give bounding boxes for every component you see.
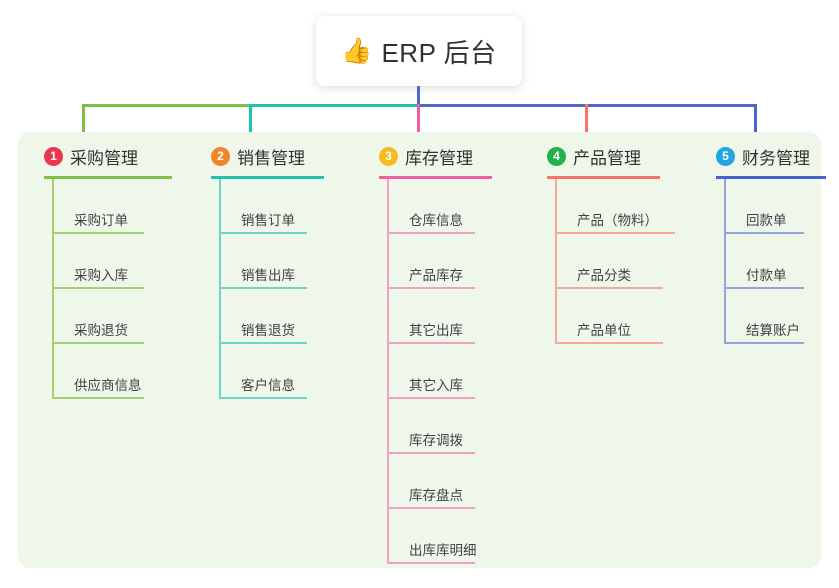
leaf-item-underline bbox=[52, 232, 144, 234]
leaf-item-underline bbox=[555, 342, 663, 344]
leaf-item-underline bbox=[219, 397, 307, 399]
leaf-item-underline bbox=[387, 287, 475, 289]
branch-header-5[interactable]: 5 财务管理 bbox=[716, 144, 810, 169]
leaf-item-underline bbox=[219, 287, 307, 289]
drop-line-column-1 bbox=[82, 104, 85, 146]
leaf-item-underline bbox=[52, 397, 144, 399]
branch-title: 产品管理 bbox=[573, 149, 641, 168]
leaf-item-underline bbox=[724, 342, 804, 344]
branch-header-1[interactable]: 1 采购管理 bbox=[44, 144, 138, 169]
trunk-horizontal-teal-segment bbox=[249, 104, 419, 107]
drop-line-column-5 bbox=[754, 104, 757, 146]
leaf-item-label: 出库库明细 bbox=[409, 543, 477, 558]
root-node-erp-backend[interactable]: 👍 ERP 后台 bbox=[316, 16, 522, 86]
branch-title: 库存管理 bbox=[405, 149, 473, 168]
leaf-item-label: 销售退货 bbox=[241, 323, 295, 338]
drop-line-column-4 bbox=[585, 104, 588, 146]
leaf-item-label: 供应商信息 bbox=[74, 378, 142, 393]
leaf-item-underline bbox=[52, 342, 144, 344]
leaf-item-label: 销售出库 bbox=[241, 268, 295, 283]
leaf-item-underline bbox=[555, 232, 675, 234]
leaf-item-label: 销售订单 bbox=[241, 213, 295, 228]
leaf-item-label: 采购退货 bbox=[74, 323, 128, 338]
leaf-item-label: 仓库信息 bbox=[409, 213, 463, 228]
branch-number-badge: 3 bbox=[379, 147, 398, 166]
branch-number-badge: 5 bbox=[716, 147, 735, 166]
branch-panel: 1 采购管理采购订单采购入库采购退货供应商信息 2 销售管理销售订单销售出库销售退货客… bbox=[18, 132, 826, 568]
branch-spine-line bbox=[387, 179, 389, 562]
branch-underline bbox=[379, 176, 492, 179]
leaf-item-label: 库存盘点 bbox=[409, 488, 463, 503]
leaf-item-underline bbox=[724, 287, 804, 289]
leaf-item-underline bbox=[555, 287, 663, 289]
branch-header-3[interactable]: 3 库存管理 bbox=[379, 144, 473, 169]
leaf-item-label: 产品单位 bbox=[577, 323, 631, 338]
leaf-item-underline bbox=[219, 232, 307, 234]
drop-line-column-2 bbox=[249, 104, 252, 146]
leaf-item-label: 产品分类 bbox=[577, 268, 631, 283]
leaf-item-underline bbox=[387, 397, 475, 399]
leaf-item-underline bbox=[219, 342, 307, 344]
leaf-item-label: 其它出库 bbox=[409, 323, 463, 338]
trunk-vertical-line bbox=[417, 86, 420, 106]
leaf-item-label: 库存调拨 bbox=[409, 433, 463, 448]
leaf-item-label: 产品库存 bbox=[409, 268, 463, 283]
branch-underline bbox=[44, 176, 172, 179]
leaf-item-underline bbox=[387, 507, 475, 509]
branch-spine-line bbox=[724, 179, 726, 342]
trunk-horizontal-green-segment bbox=[82, 104, 250, 107]
leaf-item-label: 采购订单 bbox=[74, 213, 128, 228]
leaf-item-underline bbox=[52, 287, 144, 289]
branch-underline bbox=[211, 176, 324, 179]
branch-underline bbox=[547, 176, 660, 179]
branch-number-badge: 2 bbox=[211, 147, 230, 166]
branch-header-4[interactable]: 4 产品管理 bbox=[547, 144, 641, 169]
branch-header-2[interactable]: 2 销售管理 bbox=[211, 144, 305, 169]
leaf-item-label: 结算账户 bbox=[746, 323, 800, 338]
thumbs-up-icon: 👍 bbox=[341, 36, 373, 65]
branch-number-badge: 1 bbox=[44, 147, 63, 166]
root-node-title: ERP 后台 bbox=[381, 37, 497, 68]
branch-title: 采购管理 bbox=[70, 149, 138, 168]
branch-number-badge: 4 bbox=[547, 147, 566, 166]
branch-underline bbox=[716, 176, 826, 179]
branch-title: 销售管理 bbox=[237, 149, 305, 168]
drop-line-column-3 bbox=[417, 104, 420, 146]
branch-title: 财务管理 bbox=[742, 149, 810, 168]
leaf-item-underline bbox=[387, 452, 475, 454]
leaf-item-underline bbox=[387, 232, 475, 234]
leaf-item-underline bbox=[724, 232, 804, 234]
leaf-item-label: 采购入库 bbox=[74, 268, 128, 283]
leaf-item-underline bbox=[387, 562, 475, 564]
leaf-item-label: 客户信息 bbox=[241, 378, 295, 393]
leaf-item-underline bbox=[387, 342, 475, 344]
branch-spine-line bbox=[555, 179, 557, 342]
leaf-item-label: 产品（物料） bbox=[577, 213, 658, 228]
leaf-item-label: 回款单 bbox=[746, 213, 787, 228]
leaf-item-label: 付款单 bbox=[746, 268, 787, 283]
leaf-item-label: 其它入库 bbox=[409, 378, 463, 393]
